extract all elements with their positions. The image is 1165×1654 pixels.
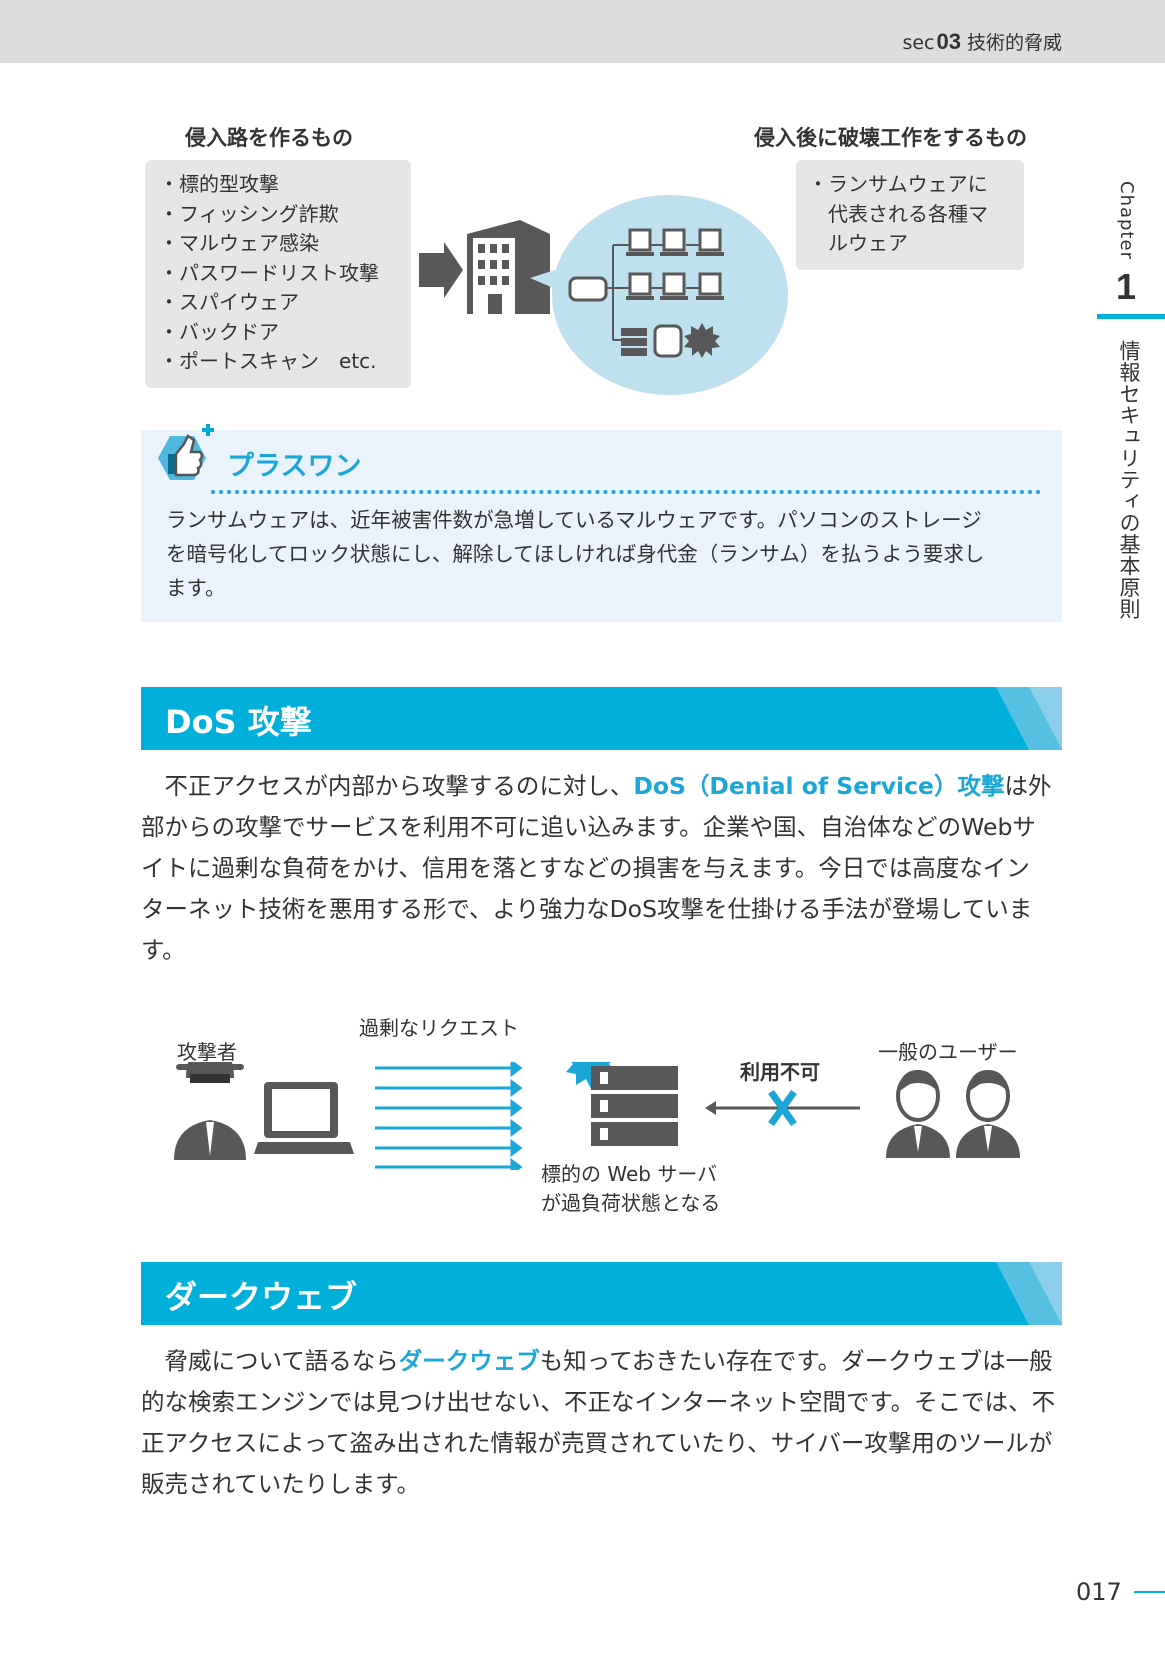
keyword-dos: DoS（Denial of Service）攻撃 — [633, 772, 1005, 800]
dotted-divider — [211, 490, 1041, 494]
intrusion-methods-box: ・標的型攻撃 ・フィッシング詐欺 ・マルウェア感染 ・パスワードリスト攻撃 ・ス… — [145, 160, 411, 388]
chapter-number: 1 — [1116, 266, 1137, 307]
list-item: ・フィッシング詐欺 — [159, 201, 339, 226]
plus-one-title: プラスワン — [227, 451, 362, 482]
database-icon — [653, 324, 683, 358]
arrow-right-icon — [419, 242, 463, 298]
laptop-icon — [254, 1082, 354, 1154]
thumbs-up-icon — [158, 424, 214, 480]
arrow-left-icon — [705, 1101, 716, 1115]
text-line: 的な検索エンジンでは見つけ出せない、不正なインターネット空間です。そこでは、不 — [141, 1388, 1056, 1416]
text-line: 販売されていたりします。 — [141, 1470, 420, 1498]
right-heading: 侵入後に破壊工作をするもの — [754, 126, 1027, 150]
darkweb-section-header: ダークウェブ — [141, 1262, 1062, 1325]
text: も知っておきたい存在です。ダークウェブは一般 — [539, 1347, 1053, 1375]
requests-label: 過剰なリクエスト — [359, 1016, 519, 1040]
server-icon — [621, 328, 647, 336]
dos-diagram — [174, 1062, 1020, 1170]
text-line: イトに過剰な負荷をかけ、信用を落とすなどの損害を与えます。今日では高度なイン — [141, 854, 1030, 882]
caption-line: が過負荷状態となる — [541, 1191, 721, 1215]
chapter-divider — [1097, 314, 1165, 319]
attacker-label: 攻撃者 — [177, 1040, 237, 1064]
text: は外 — [1004, 772, 1052, 800]
plus-one-box: プラスワン ランサムウェアは、近年被害件数が急増しているマルウェアです。パソコン… — [141, 424, 1062, 622]
plus-one-text: ます。 — [166, 576, 226, 600]
text-line: す。 — [141, 936, 186, 964]
text-line: 正アクセスによって盗み出された情報が売買されていたり、サイバー攻撃用のツールが — [141, 1429, 1053, 1457]
list-item: ルウェア — [808, 231, 908, 255]
keyword-darkweb: ダークウェブ — [398, 1347, 540, 1375]
dos-section-header: DoS 攻撃 — [141, 687, 1062, 750]
plus-one-text: ランサムウェアは、近年被害件数が急増しているマルウェアです。パソコンのストレージ — [166, 508, 982, 532]
malware-icon — [684, 323, 720, 358]
darkweb-paragraph: 脅威について語るならダークウェブも知っておきたい存在です。ダークウェブは一般 的… — [141, 1341, 1071, 1505]
destruction-box: ・ランサムウェアに 代表される各種マ ルウェア — [796, 160, 1024, 270]
text-line: 部からの攻撃でサービスを利用不可に追い込みます。企業や国、自治体などのWebサ — [141, 813, 1036, 841]
darkweb-heading: ダークウェブ — [165, 1278, 358, 1316]
text: 不正アクセスが内部から攻撃するのに対し、 — [141, 772, 634, 800]
request-arrows — [375, 1062, 523, 1170]
header-bar — [0, 0, 1165, 63]
left-heading: 侵入路を作るもの — [185, 126, 353, 150]
list-item: ・ポートスキャン etc. — [159, 349, 377, 373]
page-number-line — [1134, 1591, 1165, 1593]
dos-heading: DoS 攻撃 — [165, 703, 312, 741]
list-item: 代表される各種マ — [808, 201, 988, 226]
list-item: ・ランサムウェアに — [808, 172, 988, 196]
router-icon — [568, 276, 608, 302]
text-line: ターネット技術を悪用する形で、より強力なDoS攻撃を仕掛ける手法が登場していま — [141, 895, 1033, 923]
list-item: ・標的型攻撃 — [159, 172, 279, 196]
page-number: 017 — [1076, 1578, 1122, 1606]
list-item: ・バックドア — [159, 319, 279, 344]
list-item: ・パスワードリスト攻撃 — [159, 260, 379, 285]
plus-one-text: を暗号化してロック状態にし、解除してほしければ身代金（ランサム）を払うよう要求し — [166, 542, 985, 566]
sec-label: sec — [902, 32, 935, 54]
server-caption: 標的の Web サーバ が過負荷状態となる — [541, 1160, 720, 1218]
sec-number: 03 — [936, 29, 961, 54]
list-item: ・マルウェア感染 — [159, 231, 319, 255]
chapter-title: 情報セキュリティの基本原則 — [1117, 340, 1141, 620]
dos-paragraph: 不正アクセスが内部から攻撃するのに対し、DoS（Denial of Servic… — [141, 766, 1071, 971]
building-icon — [467, 220, 550, 314]
users-label: 一般のユーザー — [878, 1040, 1018, 1064]
attacker-icon — [174, 1062, 246, 1160]
list-item: ・スパイウェア — [159, 290, 299, 314]
unavailable-label: 利用不可 — [740, 1060, 820, 1084]
network-diagram — [419, 195, 788, 395]
blocked-x-icon — [768, 1089, 797, 1127]
web-server-icon — [591, 1066, 678, 1146]
caption-line: 標的の Web サーバ — [541, 1162, 718, 1186]
section-title: 技術的脅威 — [966, 32, 1062, 54]
text: 脅威について語るなら — [141, 1347, 399, 1375]
users-icon — [886, 1070, 1020, 1158]
computer-icons — [568, 228, 724, 358]
chapter-label: Chapter — [1116, 181, 1137, 260]
